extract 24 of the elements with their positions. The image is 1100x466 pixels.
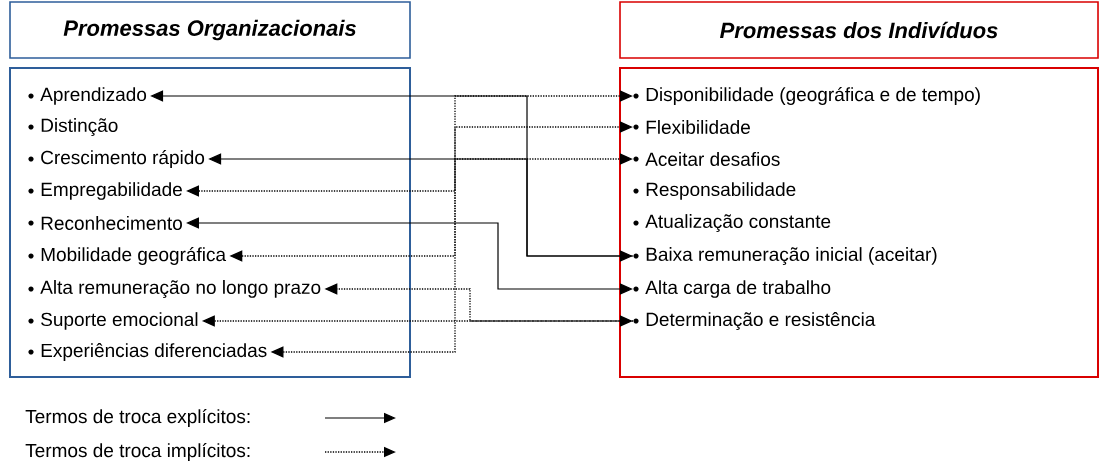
legend-text: Termos de troca explícitos: (25, 409, 250, 427)
list-box (619, 67, 1099, 378)
list-item: Baixa remuneração inicial (aceitar) (633, 247, 937, 265)
list-item: Aceitar desafios (633, 152, 780, 166)
list-item: Suporte emocional (28, 312, 198, 330)
list-box (9, 67, 411, 378)
legend-text: Termos de troca implícitos: (25, 443, 250, 461)
list-item: Crescimento rápido (28, 150, 205, 168)
list-item: Alta remuneração no longo prazo (28, 280, 321, 298)
list-item: Empregabilidade (28, 182, 182, 200)
title-box: Promessas Organizacionais (9, 1, 411, 59)
list-item: Reconhecimento (28, 216, 182, 230)
list-item: Responsabilidade (633, 182, 796, 200)
list-item: Alta carga de trabalho (633, 280, 831, 298)
list-item: Determinação e resistência (633, 312, 876, 330)
title-box: Promessas dos Indivíduos (619, 1, 1099, 59)
list-item: Atualização constante (633, 214, 831, 232)
list-item: Distinção (28, 118, 118, 136)
list-item: Experiências diferenciadas (28, 343, 267, 361)
list-item: Disponibilidade (geográfica e de tempo) (633, 87, 980, 105)
list-item: Mobilidade geográfica (28, 247, 227, 265)
list-item: Flexibilidade (633, 120, 750, 134)
list-item: Aprendizado (28, 87, 147, 105)
arrow (186, 217, 633, 295)
